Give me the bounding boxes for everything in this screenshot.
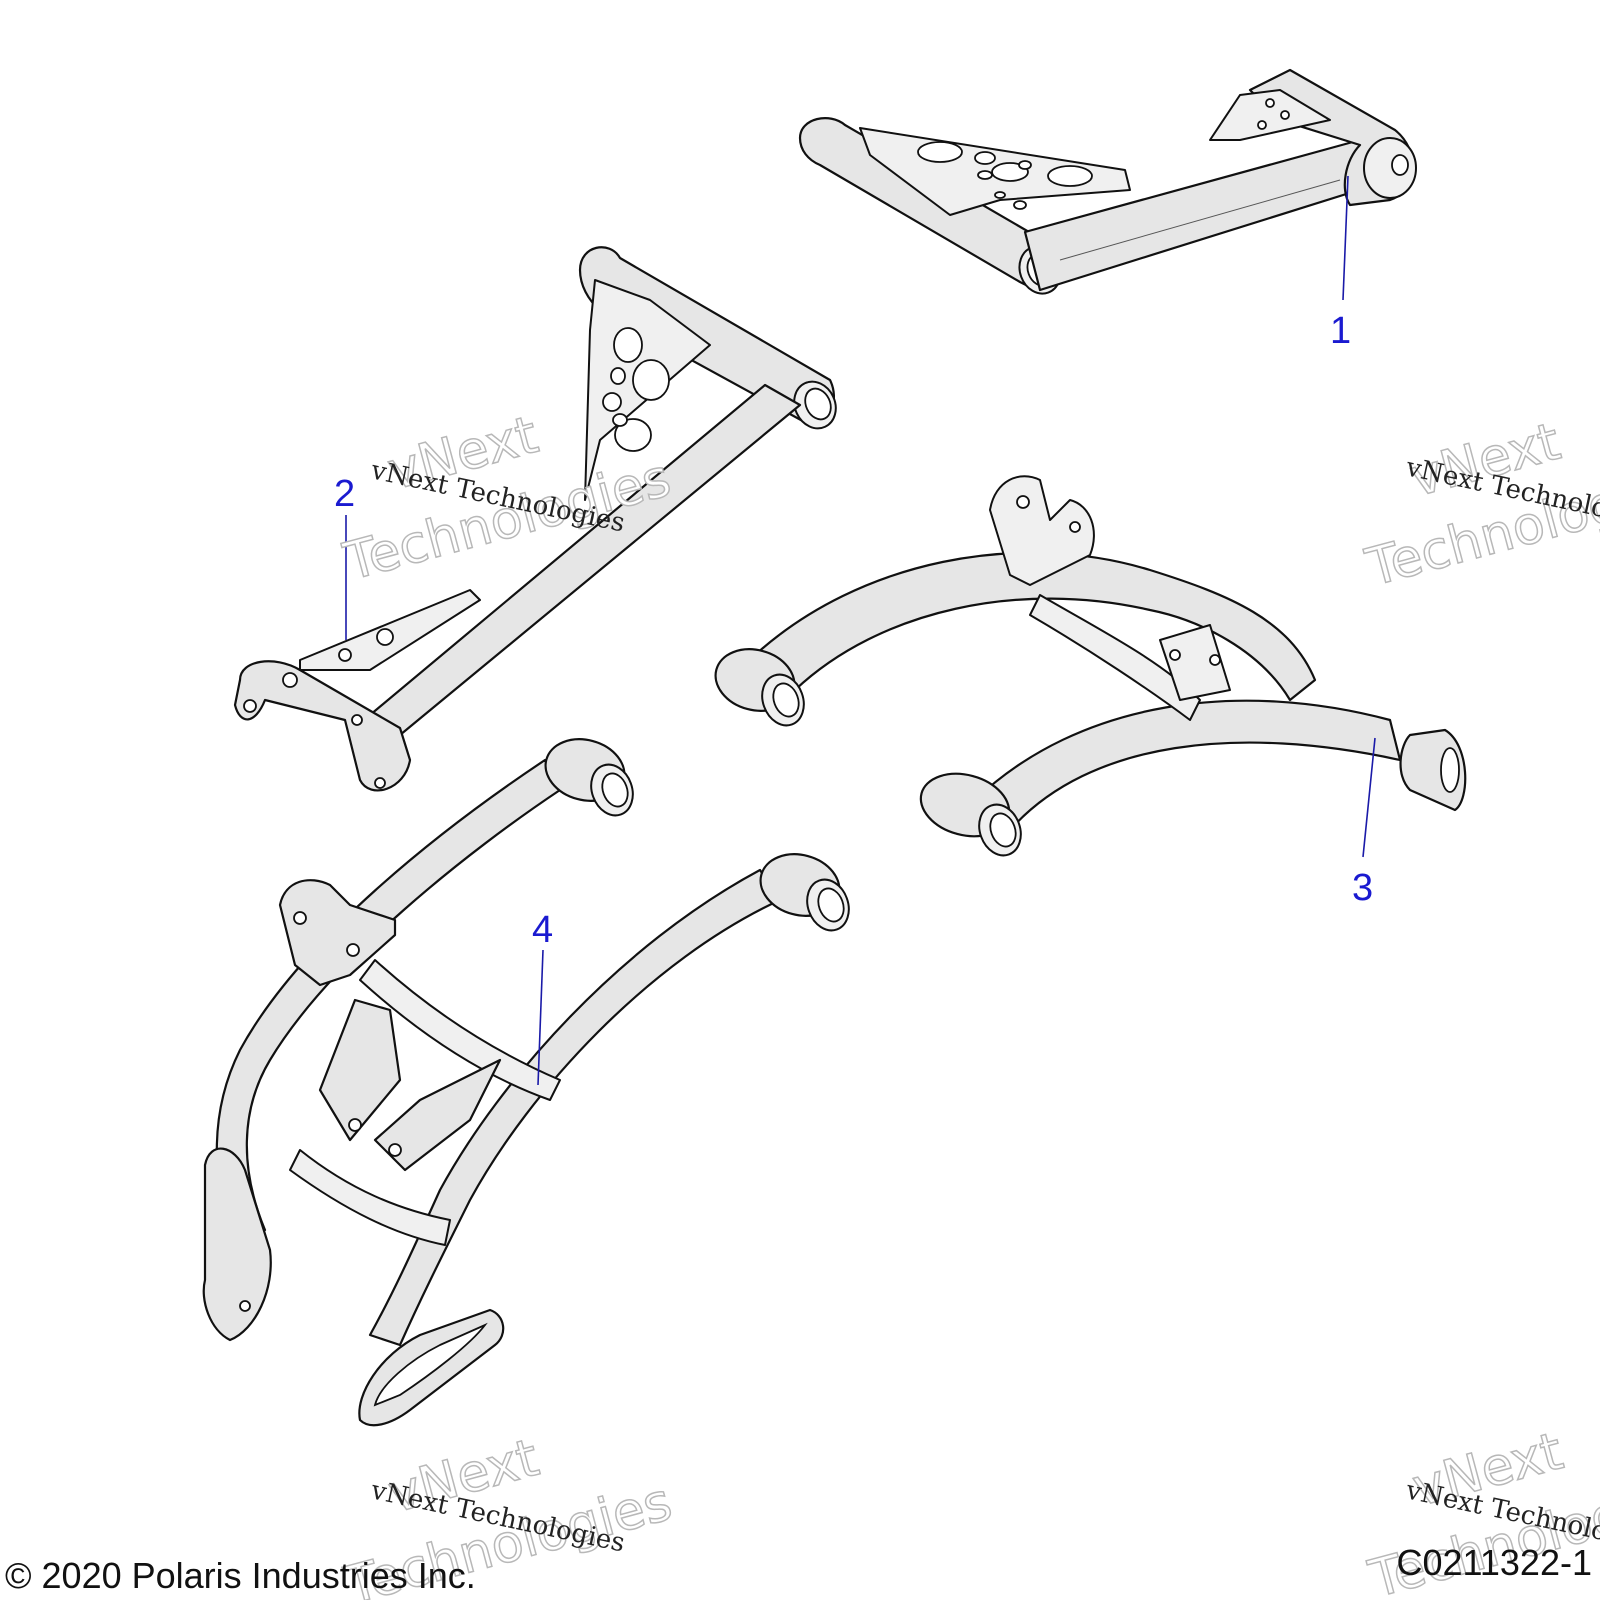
- part-2-upper-a-arm: [233, 246, 837, 792]
- callout-2: 2: [334, 473, 355, 640]
- callout-label-1: 1: [1330, 310, 1351, 352]
- callout-label-3: 3: [1352, 867, 1373, 909]
- callout-1: 1: [1330, 175, 1351, 352]
- part-3-lower-a-arm: [714, 475, 1467, 857]
- callout-label-2: 2: [334, 473, 355, 515]
- callout-label-4: 4: [532, 909, 553, 951]
- leader-line-3: [1362, 737, 1376, 858]
- part-4-lower-a-arm: [202, 738, 850, 1427]
- copyright-text: © 2020 Polaris Industries Inc.: [5, 1555, 476, 1596]
- part-1-upper-a-arm: [798, 68, 1417, 295]
- leader-line-1: [1342, 175, 1349, 301]
- callout-3: 3: [1352, 737, 1376, 909]
- leader-line-4: [537, 949, 544, 1086]
- figure-id: C0211322-1: [1397, 1542, 1593, 1583]
- callout-4: 4: [532, 909, 553, 1086]
